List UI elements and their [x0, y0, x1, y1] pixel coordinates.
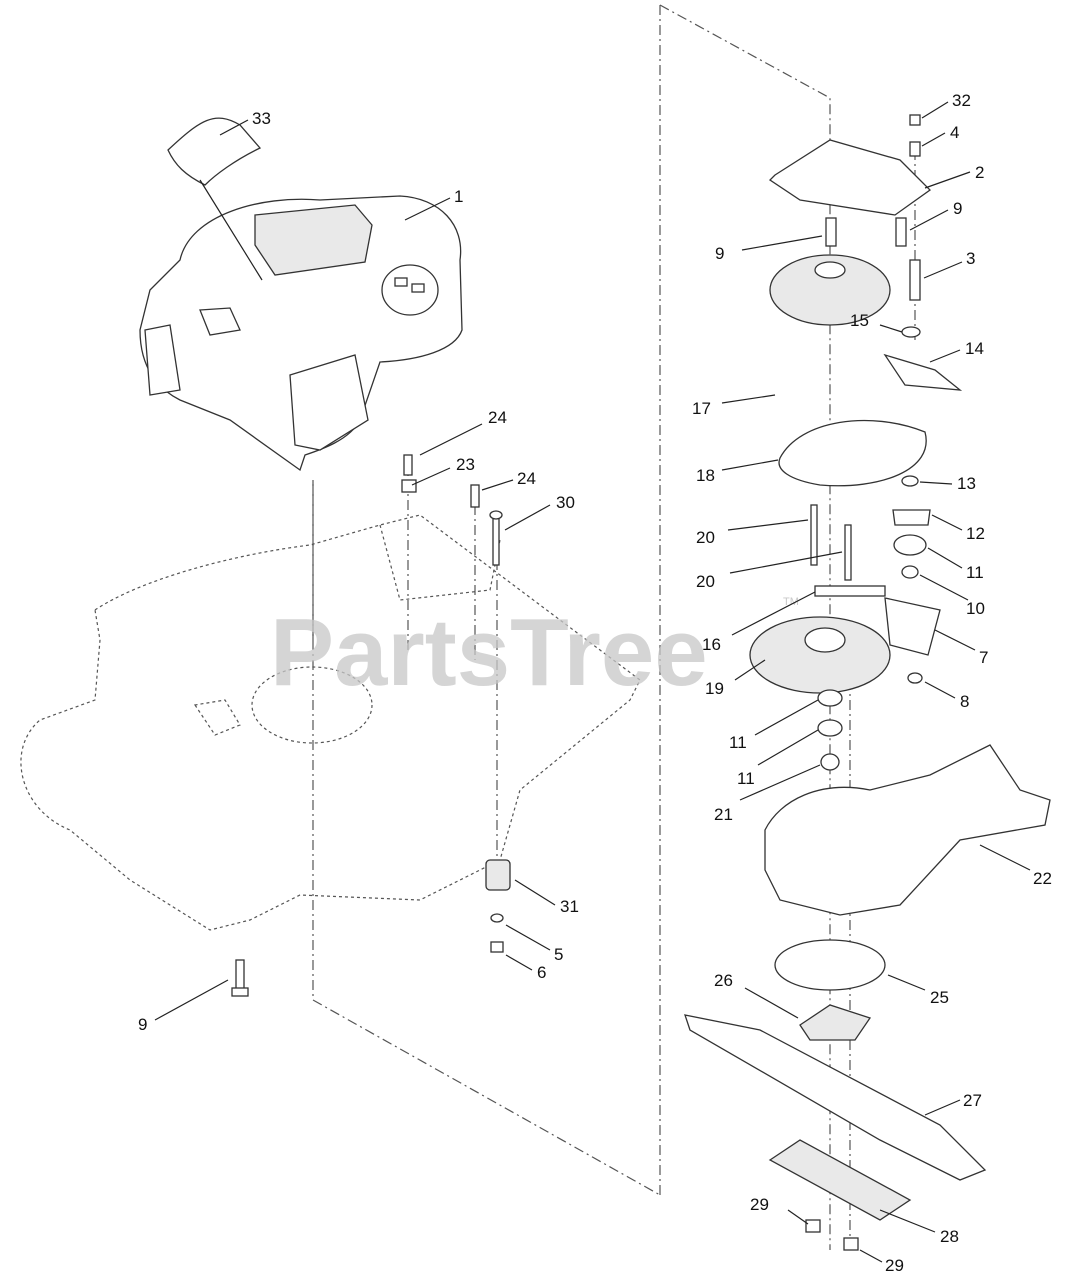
callout-20-lower: 20 [696, 572, 715, 591]
callout-11-lower: 11 [737, 769, 755, 788]
callout-20-upper: 20 [696, 528, 715, 547]
callout-2: 2 [975, 163, 984, 182]
callout-24-lower: 24 [517, 469, 536, 488]
watermark-text: PartsTree [270, 599, 708, 706]
callout-26: 26 [714, 971, 733, 990]
callout-14: 14 [965, 339, 984, 358]
callout-33: 33 [252, 109, 271, 128]
callout-9-center: 9 [715, 244, 724, 263]
callout-27: 27 [963, 1091, 982, 1110]
watermark: PartsTree TM [270, 596, 799, 706]
watermark-tm: TM [783, 596, 799, 608]
callout-29-right: 29 [885, 1256, 904, 1275]
callout-1: 1 [454, 187, 463, 206]
callout-12: 12 [966, 524, 985, 543]
callout-30: 30 [556, 493, 575, 512]
callout-23: 23 [456, 455, 475, 474]
callout-25: 25 [930, 988, 949, 1007]
callout-10: 10 [966, 599, 985, 618]
callout-16: 16 [702, 635, 721, 654]
callout-8: 8 [960, 692, 969, 711]
callout-22: 22 [1033, 869, 1052, 888]
callout-28: 28 [940, 1227, 959, 1246]
decal [167, 117, 263, 281]
callouts: 33 1 24 23 24 30 31 5 6 9 32 4 2 9 9 3 1… [138, 91, 1052, 1275]
right-parts [684, 114, 1051, 1251]
callout-4: 4 [950, 123, 959, 142]
callout-6: 6 [537, 963, 546, 982]
callout-11-upper: 11 [966, 563, 984, 582]
callout-29-left: 29 [750, 1195, 769, 1214]
left-fasteners [231, 454, 511, 997]
callout-18: 18 [696, 466, 715, 485]
callout-31: 31 [560, 897, 579, 916]
callout-13: 13 [957, 474, 976, 493]
callout-15: 15 [850, 311, 869, 330]
callout-9-right: 9 [953, 199, 962, 218]
callout-17: 17 [692, 399, 711, 418]
callout-32: 32 [952, 91, 971, 110]
callout-5: 5 [554, 945, 563, 964]
callout-24-upper: 24 [488, 408, 507, 427]
callout-19: 19 [705, 679, 724, 698]
callout-21: 21 [714, 805, 733, 824]
callout-9-left: 9 [138, 1015, 147, 1034]
mower-deck [20, 514, 641, 931]
engine [139, 195, 463, 472]
callout-11-middle: 11 [729, 733, 747, 752]
callout-3: 3 [966, 249, 975, 268]
callout-7: 7 [979, 648, 988, 667]
